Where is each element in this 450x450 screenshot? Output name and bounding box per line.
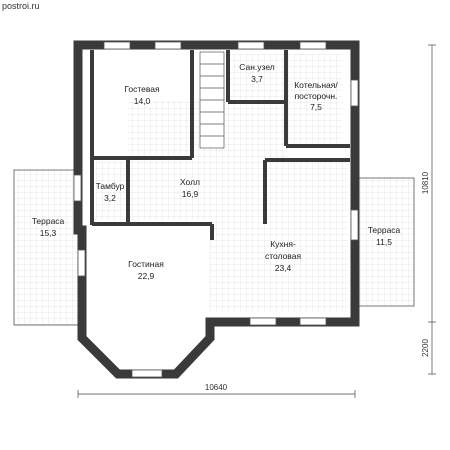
kitchen-tile [210, 162, 348, 312]
room-terrace-right-area: 11,5 [376, 237, 392, 247]
room-boiler-name: Котельная/ [294, 80, 338, 90]
watermark: postroi.ru [2, 1, 40, 11]
interior-walls [90, 50, 350, 240]
room-boiler-area: 7,5 [310, 102, 322, 112]
boiler-tile [286, 54, 342, 144]
room-guest-name: Гостевая [124, 84, 160, 94]
terrace-left-floor [13, 169, 79, 326]
room-bath-name: Сан.узел [239, 62, 275, 72]
room-guest-area: 14,0 [134, 96, 151, 106]
room-kitchen-name2: столовая [265, 251, 302, 261]
dim-width: 10640 [205, 383, 228, 392]
dim-height: 10810 [421, 171, 430, 194]
room-terrace-right-name: Терраса [368, 225, 401, 235]
room-boiler-name2: посторочн. [295, 91, 338, 101]
room-kitchen-name: Кухня- [270, 239, 296, 249]
room-tambur-name: Тамбур [96, 181, 125, 191]
room-living-area: 22,9 [138, 271, 155, 281]
staircase [199, 51, 225, 149]
room-living-name: Гостиная [128, 259, 164, 269]
tambur-tile [95, 162, 128, 220]
room-bath-area: 3,7 [251, 74, 263, 84]
room-terrace-left-area: 15,3 [40, 228, 57, 238]
room-kitchen-area: 23,4 [275, 263, 292, 273]
terrace-right-floor [351, 177, 415, 307]
windows [73, 41, 359, 378]
bath-tile [230, 54, 284, 100]
dimension-lines [77, 44, 436, 398]
room-hall-area: 16,9 [182, 189, 199, 199]
room-terrace-left-name: Терраса [32, 216, 65, 226]
room-tambur-area: 3,2 [104, 193, 116, 203]
dim-bay-depth: 2200 [421, 339, 430, 357]
room-hall-name: Холл [180, 177, 200, 187]
